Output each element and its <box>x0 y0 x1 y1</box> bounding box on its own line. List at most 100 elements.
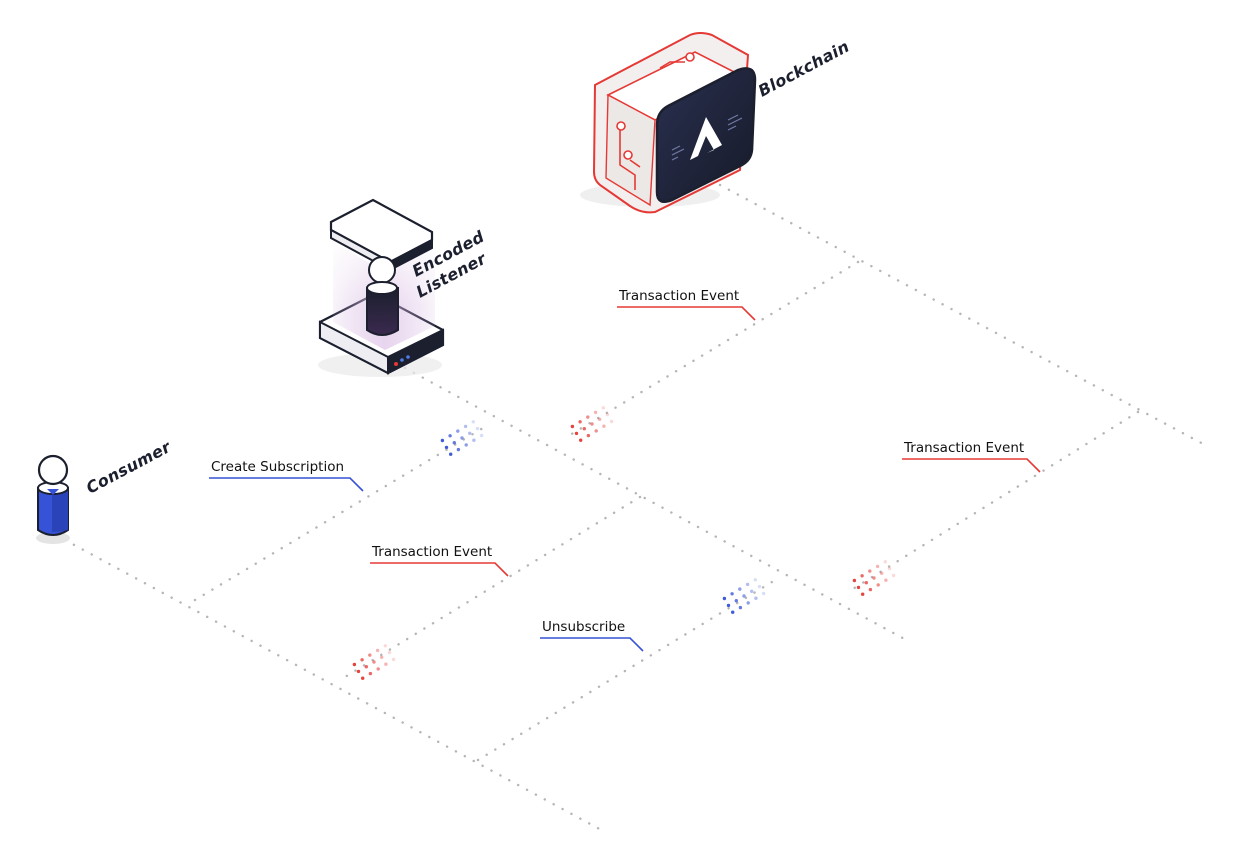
particle-dot <box>757 584 762 589</box>
particle-dot <box>880 571 884 575</box>
particle-dot <box>745 582 750 587</box>
particle-dot <box>594 429 598 433</box>
message-underline <box>370 562 509 577</box>
particle-dot <box>356 669 361 674</box>
tx-event-particles-3 <box>352 644 396 680</box>
particle-dot <box>387 650 392 655</box>
particle-dot <box>750 589 754 593</box>
particle-dot <box>460 436 464 440</box>
particle-dot <box>754 596 758 600</box>
particle-dot <box>738 605 743 610</box>
consumer-figure: Consumer <box>36 437 175 544</box>
particle-dot <box>475 426 480 431</box>
particle-dot <box>449 452 453 456</box>
particle-dot <box>471 420 475 424</box>
particle-dot <box>448 434 452 438</box>
message-label-text: Transaction Event <box>903 440 1024 456</box>
particle-dot <box>875 564 880 569</box>
particle-dot <box>872 576 876 580</box>
tx-event-path-3 <box>343 495 642 679</box>
consumer-avatar-icon <box>37 454 69 486</box>
particle-dot <box>884 578 888 582</box>
particle-dot <box>463 424 468 429</box>
particle-dot <box>864 581 868 585</box>
particle-dot <box>380 655 384 659</box>
message-label-tx-event-3: Transaction Event <box>370 544 509 577</box>
particle-dot <box>868 569 872 573</box>
particle-dot <box>590 422 594 426</box>
blockchain-label: Blockchain <box>755 37 853 101</box>
particle-dot <box>375 648 380 653</box>
particle-dot <box>734 599 738 603</box>
particle-dot <box>601 406 605 410</box>
message-label-tx-event-1: Transaction Event <box>617 288 756 321</box>
encoded-listener-device: Encoded Listener <box>318 198 490 377</box>
message-underline <box>617 306 756 321</box>
particle-dot <box>456 447 461 452</box>
particle-dot <box>352 662 357 667</box>
particle-dot <box>361 676 365 680</box>
particle-dot <box>753 578 757 582</box>
message-label-unsubscribe: Unsubscribe <box>540 619 644 652</box>
tx-event-path-1 <box>563 260 860 440</box>
particle-dot <box>738 587 742 591</box>
particle-dot <box>856 585 861 590</box>
particle-dot <box>579 438 583 442</box>
tx-event-particles-2 <box>852 560 896 596</box>
message-label-text: Create Subscription <box>211 459 344 475</box>
particle-dot <box>468 431 472 435</box>
particle-dot <box>860 574 864 578</box>
listener-sensor-icon <box>368 256 396 284</box>
particle-dot <box>582 427 586 431</box>
particle-dot <box>598 417 602 421</box>
particle-dot <box>868 587 873 592</box>
message-label-create-subscription: Create Subscription <box>209 459 364 492</box>
particle-dot <box>730 592 734 596</box>
particle-dot <box>364 665 368 669</box>
tx-event-path-2 <box>846 410 1140 594</box>
particle-dot <box>376 667 380 671</box>
message-underline <box>209 477 364 492</box>
particle-dot <box>456 429 460 433</box>
blockchain-lifeline <box>718 183 1207 447</box>
particle-dot <box>726 603 731 608</box>
particle-dot <box>570 424 575 429</box>
particle-dot <box>372 660 376 664</box>
particle-dot <box>609 419 614 424</box>
particle-dot <box>574 431 579 436</box>
create-subscription-path <box>193 423 490 602</box>
particle-dot <box>761 591 766 596</box>
message-underline <box>540 637 644 652</box>
particle-dot <box>605 412 610 417</box>
particle-dot <box>472 438 476 442</box>
particle-dot <box>586 415 590 419</box>
particle-dot <box>876 583 880 587</box>
create-subscription-particles <box>440 420 484 456</box>
particle-dot <box>464 443 468 447</box>
particle-dot <box>887 566 892 571</box>
particle-dot <box>883 560 887 564</box>
particle-dot <box>852 578 857 583</box>
particle-dot <box>479 433 484 438</box>
particle-dot <box>731 610 735 614</box>
unsubscribe-particles <box>722 578 766 614</box>
consumer-label: Consumer <box>83 437 175 498</box>
listener-lifeline <box>403 366 912 644</box>
particle-dot <box>578 420 582 424</box>
message-label-text: Transaction Event <box>371 544 492 560</box>
consumer-lifeline <box>63 538 607 834</box>
blockchain-device: Blockchain <box>580 32 853 214</box>
unsubscribe-path <box>476 580 774 762</box>
particle-dot <box>368 653 372 657</box>
message-label-tx-event-2: Transaction Event <box>902 440 1041 473</box>
message-particles <box>352 406 896 680</box>
blockchain-logo-icon <box>690 117 722 160</box>
tx-event-particles-1 <box>570 406 614 442</box>
particle-dot <box>593 410 598 415</box>
particle-dot <box>360 658 364 662</box>
particle-dot <box>722 596 727 601</box>
message-label-text: Transaction Event <box>618 288 739 304</box>
message-underline <box>902 458 1041 473</box>
message-label-text: Unsubscribe <box>542 619 625 635</box>
